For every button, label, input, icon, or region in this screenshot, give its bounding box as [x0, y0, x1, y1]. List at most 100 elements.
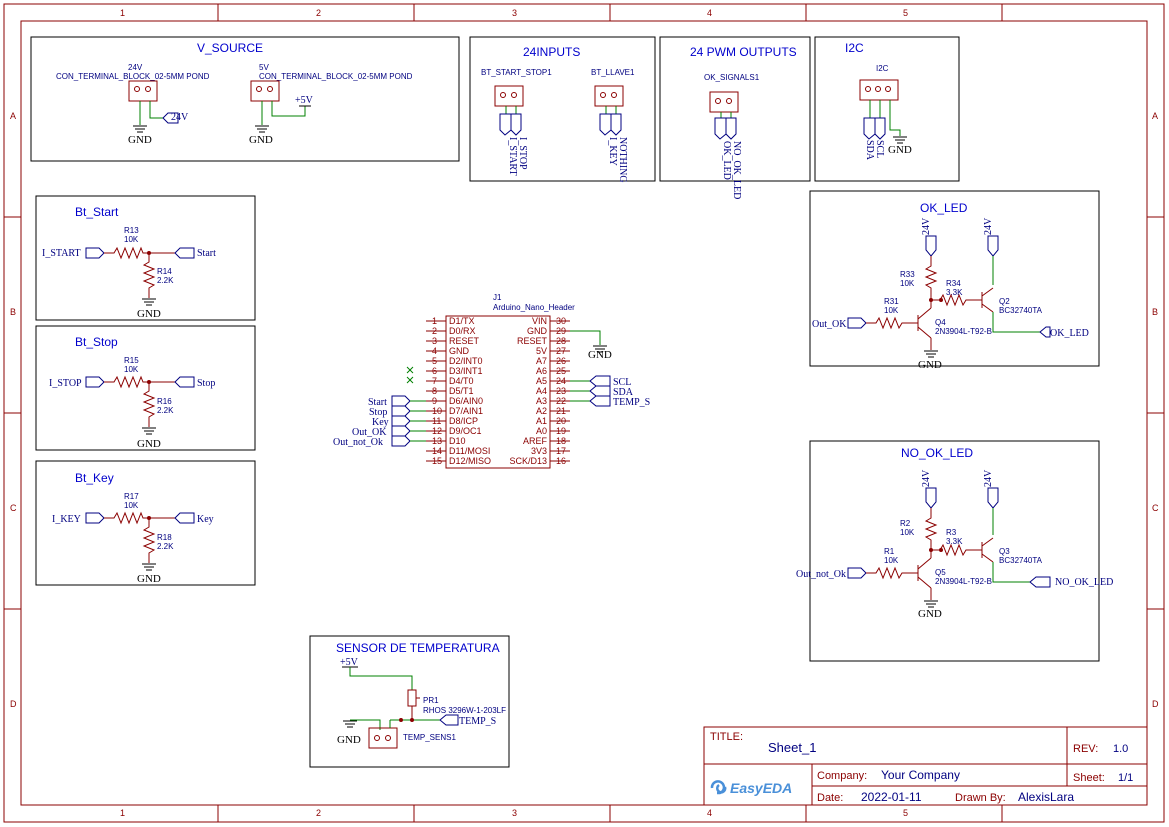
net-scl-ard: SCL: [613, 377, 631, 388]
sensor-vcc: +5V: [340, 657, 359, 668]
col-3-top: 3: [512, 8, 517, 18]
pwm-block: 24 PWM OUTPUTS OK_SIGNALS1 OK_LED NO_OK_…: [659, 36, 811, 199]
arduino-pin-number: 14: [432, 446, 442, 456]
r13-value: 10K: [124, 235, 139, 244]
r17-ref: R17: [124, 492, 139, 501]
sensor-block: SENSOR DE TEMPERATURA +5V PR1 RHOS 3296W…: [309, 635, 510, 768]
i2c-title: I2C: [845, 41, 864, 55]
net-plus5v: +5V: [295, 95, 314, 106]
arduino-pin-number: 11: [432, 416, 441, 426]
temp-sens-label: TEMP_SENS1: [403, 733, 456, 742]
ok-led-v2: 24V: [983, 217, 994, 235]
easyeda-logo: EasyEDA: [710, 780, 792, 796]
row-b-right: B: [1152, 307, 1158, 317]
arduino-pin-name: D4/T0: [449, 376, 474, 386]
arduino-pin-name: D9/OC1: [449, 426, 482, 436]
arduino-pin-number: 5: [432, 356, 437, 366]
bt-start-title: Bt_Start: [75, 205, 119, 219]
gnd-symbol: [133, 125, 147, 133]
arduino-pin-name: A0: [536, 426, 547, 436]
arduino-pin-number: 8: [432, 386, 437, 396]
arduino-pin-name: D11/MOSI: [449, 446, 490, 456]
col-3-bottom: 3: [512, 808, 517, 818]
col-2-bottom: 2: [316, 808, 321, 818]
net-i-stop: I_STOP: [517, 137, 528, 170]
arduino-pin-name: D5/T1: [449, 386, 474, 396]
r1-ref: R1: [884, 547, 895, 556]
ok-led-gnd: GND: [918, 359, 942, 371]
arduino-pin-name: GND: [449, 346, 470, 356]
v-source-title: V_SOURCE: [197, 41, 263, 55]
terminal-block-24v: [128, 80, 158, 102]
col-5-bottom: 5: [903, 808, 908, 818]
arduino-pin-name: A7: [536, 356, 547, 366]
arduino-pin-number: 9: [432, 396, 437, 406]
col-2-top: 2: [316, 8, 321, 18]
col-4-bottom: 4: [707, 808, 712, 818]
net-i-start-in: I_START: [42, 248, 81, 259]
sensor-gnd: GND: [337, 734, 361, 746]
arduino-pin-number: 6: [432, 366, 437, 376]
arduino-pin-name: A2: [536, 406, 547, 416]
potentiometer-pr1: [407, 689, 417, 707]
r34-ref: R34: [946, 279, 961, 288]
r2-ref: R2: [900, 519, 911, 528]
bt-stop-title: Bt_Stop: [75, 335, 118, 349]
bt-start-block: Bt_Start R13 10K I_START Start R14 2.2K …: [35, 195, 256, 321]
net-out-ok-ard: Out_OK: [352, 427, 387, 438]
net-ok-led-v: OK_LED: [721, 141, 732, 180]
company-label: Company:: [817, 770, 867, 782]
connector-llave: [594, 85, 624, 107]
bt-stop-block: Bt_Stop R15 10K I_STOP Stop R16 2.2K GND: [35, 325, 256, 451]
net-sda: SDA: [864, 140, 875, 161]
sheet-value: 1/1: [1118, 772, 1133, 784]
row-c-right: C: [1152, 503, 1159, 513]
net-temp-s-ard: TEMP_S: [613, 397, 650, 408]
col-5-top: 5: [903, 8, 908, 18]
row-a-left: A: [10, 111, 16, 121]
arduino-pin-name: AREF: [523, 436, 548, 446]
arduino-pin-number: 13: [432, 436, 442, 446]
r17-value: 10K: [124, 501, 139, 510]
arduino-pin-name: A5: [536, 376, 547, 386]
r33-ref: R33: [900, 270, 915, 279]
r33-value: 10K: [900, 279, 915, 288]
r14-ref: R14: [157, 267, 172, 276]
arduino-pin-name: A6: [536, 366, 547, 376]
arduino-pin-number: 30: [556, 316, 566, 326]
q5-value: 2N3904L-T92-B: [935, 577, 992, 586]
company-value: Your Company: [881, 768, 960, 782]
arduino-ref: J1: [493, 293, 502, 302]
conn-5v-name: CON_TERMINAL_BLOCK_02-5MM POND: [259, 72, 413, 81]
no-ok-led-in: Out_not_Ok: [796, 569, 846, 580]
connector-ok-signals: [709, 91, 739, 113]
date-label: Date:: [817, 792, 843, 804]
ok-led-out: OK_LED: [1050, 328, 1089, 339]
arduino-pin-number: 24: [556, 376, 566, 386]
arduino-pin-name: A1: [536, 416, 547, 426]
row-b-left: B: [10, 307, 16, 317]
net-key-ard: Key: [372, 417, 389, 428]
arduino-pin-name: D12/MISO: [449, 456, 491, 466]
sensor-title: SENSOR DE TEMPERATURA: [336, 641, 500, 655]
no-ok-led-v1: 24V: [921, 469, 932, 487]
frame-row-labels: A B C D A B C D: [4, 111, 1164, 709]
arduino-pin-name: SCK/D13: [509, 456, 547, 466]
net-no-ok-led-v: NO_OK_LED: [731, 141, 742, 199]
net-i-stop-in: I_STOP: [49, 378, 82, 389]
arduino-right-pins: 30VIN29GND28RESET275V26A725A624A523A422A…: [509, 316, 570, 466]
row-c-left: C: [10, 503, 17, 513]
r31-ref: R31: [884, 297, 899, 306]
r31-value: 10K: [884, 306, 899, 315]
arduino-pin-number: 21: [556, 406, 566, 416]
arduino-pin-name: D3/INT1: [449, 366, 483, 376]
row-a-right: A: [1152, 111, 1158, 121]
title-label: TITLE:: [710, 731, 743, 743]
r14-value: 2.2K: [157, 276, 174, 285]
arduino-pin-number: 2: [432, 326, 437, 336]
conn-5v-value: 5V: [259, 63, 269, 72]
no-ok-led-v2: 24V: [983, 469, 994, 487]
arduino-pin-number: 15: [432, 456, 442, 466]
ok-led-in: Out_OK: [812, 319, 847, 330]
